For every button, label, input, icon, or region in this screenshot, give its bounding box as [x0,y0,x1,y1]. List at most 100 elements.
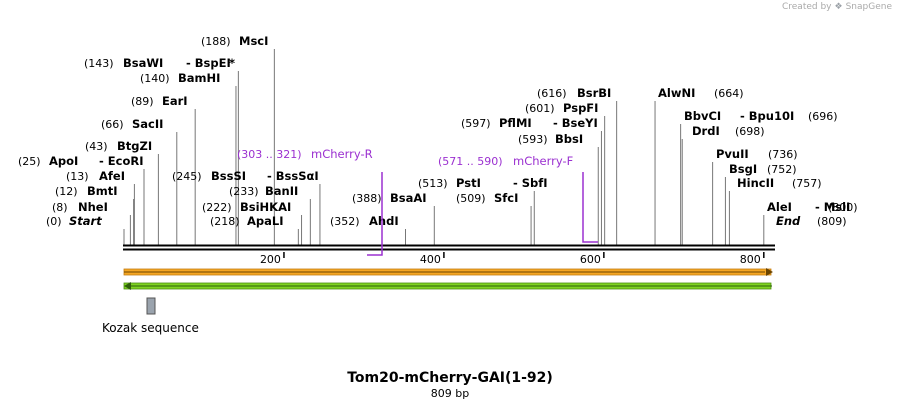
site-name-apoi: ApoI [49,154,78,168]
kozak-sequence-block[interactable] [146,297,156,315]
site-name2-ecori: - EcoRI [99,154,143,168]
site-afei[interactable]: (13) AfeI [66,169,125,183]
site-position-bsgi: (752) [767,163,797,176]
primer-arrow-mcherry-r [367,172,383,256]
site-position-banii: (233) [229,185,259,198]
site-name-sacii: SacII [132,117,163,131]
site-position-bsawi: (143) [84,57,114,70]
site-position-bsssi: (245) [172,170,202,183]
site-bbvci[interactable]: BbvCI - Bpu10I (696) [684,109,838,123]
primer-mcherry-r[interactable]: (303 .. 321) mCherry-R [237,147,383,256]
site-position-alwni: (664) [714,87,744,100]
site-name-bsawi: BsaWI [123,56,163,70]
site-sacii[interactable]: (66) SacII [101,117,163,131]
site-bsgi[interactable]: BsgI (752) [729,162,797,176]
site-nhei[interactable]: (8)NheI [52,200,108,214]
site-position-bbvci: (696) [808,110,838,123]
site-name-btgzi: BtgZI [117,139,152,153]
site-position-bamhi: (140) [140,72,170,85]
site-name2-bseyi: - BseYI [553,116,598,130]
site-position-bmti: (12) [55,185,78,198]
site-name-afei: AfeI [99,169,125,183]
site-bbsi[interactable]: (593) BbsI [518,132,583,146]
primer-name-mcherry-r: mCherry-R [311,147,373,161]
end-label: End [776,214,801,228]
site-name-hincii: HincII [737,176,774,190]
site-btgzi[interactable]: (43) BtgZI [85,139,152,153]
site-bmti[interactable]: (12) BmtI [55,184,118,198]
feature-green[interactable] [123,282,772,290]
map-title: Tom20-mCherry-GAI(1-92) [347,370,553,386]
site-position-alei: (800) [828,201,858,214]
site-position-bsrbi: (616) [537,87,567,100]
site-alei[interactable]: AleI - MslI(800) [767,200,858,214]
site-alwni[interactable]: AlwNI(664) [658,86,744,100]
site-name-pflmi: PflMI [499,116,532,130]
site-name2-bspei: - BspEI [186,56,231,70]
site-pspfi[interactable]: (601)PspFI [525,101,598,115]
site-bsaai[interactable]: (388)BsaAI [352,191,427,205]
site-name-bbsi: BbsI [555,132,583,146]
credit-brand: SnapGene [845,2,892,12]
site-name-alei: AleI [767,200,792,214]
site-bamhi[interactable]: (140)BamHI [140,71,220,85]
ruler-label-800: 800 [740,253,761,266]
site-position-eari: (89) [131,95,154,108]
ruler-label-200: 200 [260,253,281,266]
primer-name-mcherry-f: mCherry-F [513,154,573,168]
end-marker: End (809) [776,214,847,228]
site-hincii[interactable]: HincII(757) [737,176,822,190]
site-position-sacii: (66) [101,118,124,131]
site-position-ahdi: (352) [330,215,360,228]
ruler: 200 400 600 800 [260,252,765,266]
site-name-nhei: NheI [78,200,108,214]
site-name-pvuii: PvuII [716,147,749,161]
site-position-bbsi: (593) [518,133,548,146]
end-position: (809) [817,215,847,228]
site-name-bbvci: BbvCI [684,109,721,123]
site-position-msci: (188) [201,35,231,48]
site-apali[interactable]: (218)ApaLI [210,214,284,228]
site-name2-bsss-i: - BssSαI [267,169,319,183]
site-name-psti: PstI [456,176,481,190]
site-ahdi[interactable]: (352)AhdI [330,214,399,228]
start-marker: (0)Start [46,214,102,228]
site-name-bsrbi: BsrBI [577,86,611,100]
site-name2-bpu10i: - Bpu10I [740,109,794,123]
site-position-pflmi: (597) [461,117,491,130]
site-name-bmti: BmtI [87,184,118,198]
site-pflmi[interactable]: (597) PflMI - BseYI [461,116,598,130]
site-name-msci: MscI [239,34,268,48]
site-sfci[interactable]: (509)SfcI [456,191,518,205]
ruler-label-600: 600 [580,253,601,266]
site-name-eari: EarI [162,94,188,108]
site-star-bsawi: * [229,56,235,70]
start-label: Start [69,214,102,228]
site-psti[interactable]: (513)PstI- SbfI [418,176,548,190]
site-name2-msli: - MslI [815,200,850,214]
site-position-btgzi: (43) [85,140,108,153]
site-bsrbi[interactable]: (616) BsrBI [537,86,611,100]
sequence-map: (8)NheI(12)BmtI(13)AfeI(25)ApoI- EcoRI(4… [18,34,858,335]
primer-mcherry-f[interactable]: (571 .. 590) mCherry-F [438,154,598,243]
site-eari[interactable]: (89) EarI [131,94,188,108]
credit-prefix: Created by [781,2,832,12]
site-msci[interactable]: (188) MscI [201,34,268,48]
site-name-sfci: SfcI [494,191,518,205]
site-labels: (8)NheI(12)BmtI(13)AfeI(25)ApoI- EcoRI(4… [18,34,858,228]
ruler-label-400: 400 [420,253,441,266]
site-banii[interactable]: (233) BanII [229,184,298,198]
site-drdi[interactable]: DrdI(698) [692,124,765,138]
site-bsawi[interactable]: (143) BsaWI - BspEI* [84,56,235,70]
site-name-banii: BanII [265,184,298,198]
primer-range-mcherry-r: (303 .. 321) [237,148,302,161]
site-pvuii[interactable]: PvuII(736) [716,147,798,161]
feature-orange[interactable] [123,268,773,276]
primer-range-mcherry-f: (571 .. 590) [438,155,503,168]
site-bsihkai[interactable]: (222)BsiHKAI [202,200,291,214]
site-position-afei: (13) [66,170,89,183]
site-bsssi[interactable]: (245)BssSI- BssSαI [172,169,319,183]
site-apoi[interactable]: (25)ApoI- EcoRI [18,154,143,168]
site-name-bsgi: BsgI [729,162,757,176]
site-name-pspfi: PspFI [563,101,598,115]
